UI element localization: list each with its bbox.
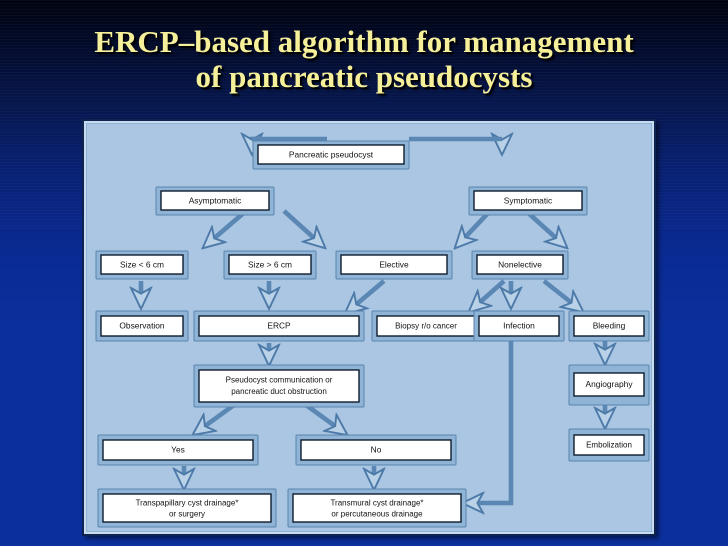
node-yes-label: Yes	[171, 445, 185, 455]
node-size-gt-6-label: Size > 6 cm	[248, 260, 292, 270]
node-transmural-label-line-1: Transmural cyst drainage*	[330, 499, 423, 508]
node-angiography[interactable]: Angiography	[568, 364, 650, 406]
node-size-gt-6[interactable]: Size > 6 cm	[223, 250, 317, 280]
node-yes[interactable]: Yes	[97, 434, 259, 466]
node-elective-label: Elective	[379, 260, 409, 270]
node-transmural-label-line-2: or percutaneous drainage	[331, 510, 423, 519]
node-communication-label-line-1: Pseudocyst communication or	[226, 376, 333, 385]
diagram-panel: Pancreatic pseudocyst Asymptomatic Sympt…	[82, 119, 656, 536]
node-root-label: Pancreatic pseudocyst	[289, 150, 374, 160]
node-observation[interactable]: Observation	[95, 310, 189, 342]
node-no[interactable]: No	[295, 434, 457, 466]
node-symptomatic-label: Symptomatic	[504, 196, 552, 206]
node-ercp-label: ERCP	[267, 321, 291, 331]
node-transpapillary-label-line-2: or surgery	[169, 510, 205, 519]
node-ercp[interactable]: ERCP	[193, 310, 365, 342]
flowchart-svg: Pancreatic pseudocyst Asymptomatic Sympt…	[95, 121, 650, 528]
title-line-1: ERCP–based algorithm for management	[94, 24, 634, 59]
node-biopsy[interactable]: Biopsy r/o cancer	[371, 310, 481, 342]
node-biopsy-label: Biopsy r/o cancer	[395, 321, 457, 330]
node-elective[interactable]: Elective	[335, 250, 453, 280]
node-angiography-label: Angiography	[585, 379, 633, 389]
node-nonelective-label: Nonelective	[498, 260, 542, 270]
edge-symptomatic-nonelective	[524, 209, 566, 247]
page-title: ERCP–based algorithm for management of p…	[0, 24, 728, 94]
node-transpapillary[interactable]: Transpapillary cyst drainage* or surgery	[97, 488, 277, 528]
edge-elective-ercp	[346, 279, 386, 313]
edge-communication-yes	[194, 403, 236, 434]
edge-communication-no	[304, 403, 346, 434]
node-nonelective[interactable]: Nonelective	[471, 250, 569, 280]
node-transmural[interactable]: Transmural cyst drainage* or percutaneou…	[287, 488, 467, 528]
node-asymptomatic[interactable]: Asymptomatic	[155, 186, 275, 216]
node-root[interactable]: Pancreatic pseudocyst	[252, 140, 410, 170]
node-asymptomatic-label: Asymptomatic	[189, 196, 242, 206]
node-size-lt-6[interactable]: Size < 6 cm	[95, 250, 189, 280]
edge-asymptomatic-sizelt6	[204, 209, 248, 247]
node-embolization[interactable]: Embolization	[568, 428, 650, 462]
node-communication-label-line-2: pancreatic duct obstruction	[231, 387, 327, 396]
node-embolization-label: Embolization	[586, 440, 632, 449]
node-infection-label: Infection	[503, 321, 535, 331]
node-no-label: No	[371, 445, 382, 455]
node-bleeding[interactable]: Bleeding	[568, 310, 650, 342]
edge-symptomatic-elective	[456, 209, 492, 247]
node-communication[interactable]: Pseudocyst communication or pancreatic d…	[193, 364, 365, 408]
node-size-lt-6-label: Size < 6 cm	[120, 260, 164, 270]
edge-nonelective-biopsy	[470, 279, 506, 311]
connector-layer	[141, 139, 605, 503]
edge-infection-transmural	[464, 341, 514, 503]
edge-asymptomatic-sizegt6	[282, 209, 324, 247]
title-line-2: of pancreatic pseudocysts	[195, 59, 533, 94]
node-infection[interactable]: Infection	[473, 310, 565, 342]
node-transpapillary-label-line-1: Transpapillary cyst drainage*	[136, 499, 239, 508]
edge-nonelective-bleeding	[542, 279, 582, 311]
node-symptomatic[interactable]: Symptomatic	[468, 186, 588, 216]
node-observation-label: Observation	[119, 321, 164, 331]
node-bleeding-label: Bleeding	[593, 321, 626, 331]
